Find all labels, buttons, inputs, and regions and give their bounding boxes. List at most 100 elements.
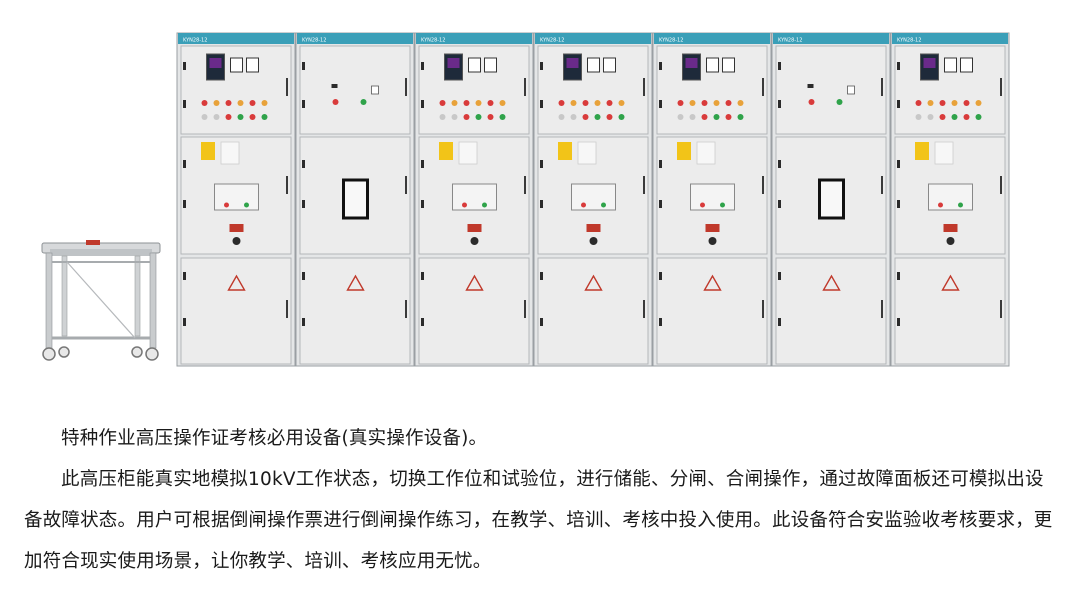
indicator-light — [581, 202, 586, 208]
door-latch — [302, 200, 305, 208]
indicator-light — [463, 100, 470, 106]
gauge — [230, 57, 243, 73]
door-handle — [286, 78, 288, 96]
cabinet-nameplate — [654, 33, 770, 44]
indicator-light — [213, 100, 220, 106]
hazard-icon — [227, 274, 246, 291]
door-handle — [524, 300, 526, 318]
meter-screen — [209, 58, 222, 68]
control-panel — [571, 183, 616, 211]
cabinet-tag: KYN28-12 — [540, 38, 564, 44]
indicator-light — [808, 99, 815, 105]
cabinet-nameplate — [297, 33, 413, 44]
door-latch — [421, 272, 424, 280]
fault-label — [229, 224, 244, 232]
meter-screen — [923, 58, 936, 68]
gauge — [960, 57, 973, 73]
switch-knob — [963, 114, 970, 120]
indicator-light — [201, 100, 208, 106]
door-latch — [302, 160, 305, 168]
control-panel — [452, 183, 497, 211]
door-latch — [421, 160, 424, 168]
switch-knob — [713, 114, 720, 120]
switch-knob — [570, 114, 577, 120]
switch-knob — [689, 114, 696, 120]
door-latch — [540, 62, 543, 70]
warning-label — [915, 142, 929, 160]
indicator-light — [737, 100, 744, 106]
description: 特种作业高压操作证考核必用设备(真实操作设备)。 此高压柜能真实地模拟10kV工… — [24, 418, 1054, 582]
indicator-light — [701, 100, 708, 106]
indicator-light — [700, 202, 705, 208]
door-latch — [778, 160, 781, 168]
switch-knob — [975, 114, 982, 120]
handling-trolley — [41, 240, 161, 361]
upper-door — [180, 45, 292, 135]
hazard-icon — [822, 274, 841, 291]
indicator-light — [677, 100, 684, 106]
cabinet-tag: KYN28-12 — [183, 38, 207, 44]
racking-hole — [708, 237, 717, 245]
diagram-label — [220, 141, 240, 165]
indicator-light — [915, 100, 922, 106]
lower-door — [180, 257, 292, 365]
lower-door — [775, 257, 887, 365]
indicator-light — [332, 99, 339, 105]
gauge — [603, 57, 616, 73]
door-handle — [643, 78, 645, 96]
hazard-icon — [346, 274, 365, 291]
hazard-icon — [703, 274, 722, 291]
indicator-light — [499, 100, 506, 106]
hazard-icon — [465, 274, 484, 291]
racking-hole — [589, 237, 598, 245]
cabinet-2: KYN28-12 — [295, 32, 415, 367]
door-handle — [881, 78, 883, 96]
inspection-window — [342, 178, 369, 220]
lower-door — [418, 257, 530, 365]
switch-knob — [451, 114, 458, 120]
gauge — [587, 57, 600, 73]
indicator-light — [225, 100, 232, 106]
switch-knob — [594, 114, 601, 120]
indicator-light — [582, 100, 589, 106]
cabinet-nameplate — [178, 33, 294, 44]
door-latch — [302, 100, 305, 108]
warning-label — [677, 142, 691, 160]
fault-label — [705, 224, 720, 232]
cabinet-1: KYN28-12 — [176, 32, 296, 367]
door-latch — [540, 200, 543, 208]
control-panel — [690, 183, 735, 211]
indicator-light — [570, 100, 577, 106]
switch-knob — [463, 114, 470, 120]
door-latch — [540, 272, 543, 280]
indicator-light — [927, 100, 934, 106]
door-handle — [1000, 78, 1002, 96]
lower-door — [537, 257, 649, 365]
switch-knob — [951, 114, 958, 120]
door-latch — [183, 100, 186, 108]
lower-door — [656, 257, 768, 365]
door-latch — [302, 62, 305, 70]
indicator-light — [720, 202, 725, 208]
lower-door — [299, 257, 411, 365]
switch-knob — [499, 114, 506, 120]
door-latch — [540, 160, 543, 168]
switch-knob — [237, 114, 244, 120]
indicator-light — [601, 202, 606, 208]
door-latch — [659, 318, 662, 326]
gauge — [706, 57, 719, 73]
paragraph-intro: 特种作业高压操作证考核必用设备(真实操作设备)。 — [61, 428, 488, 449]
diagram-label — [458, 141, 478, 165]
indicator-light — [606, 100, 613, 106]
indicator-light — [475, 100, 482, 106]
indicator-light — [244, 202, 249, 208]
gauge — [847, 85, 855, 95]
fault-label — [586, 224, 601, 232]
indicator-light — [958, 202, 963, 208]
upper-door — [299, 45, 411, 135]
hazard-icon — [941, 274, 960, 291]
switch-knob — [939, 114, 946, 120]
cabinet-tag: KYN28-12 — [778, 38, 802, 44]
gauge — [484, 57, 497, 73]
indicator-light — [482, 202, 487, 208]
